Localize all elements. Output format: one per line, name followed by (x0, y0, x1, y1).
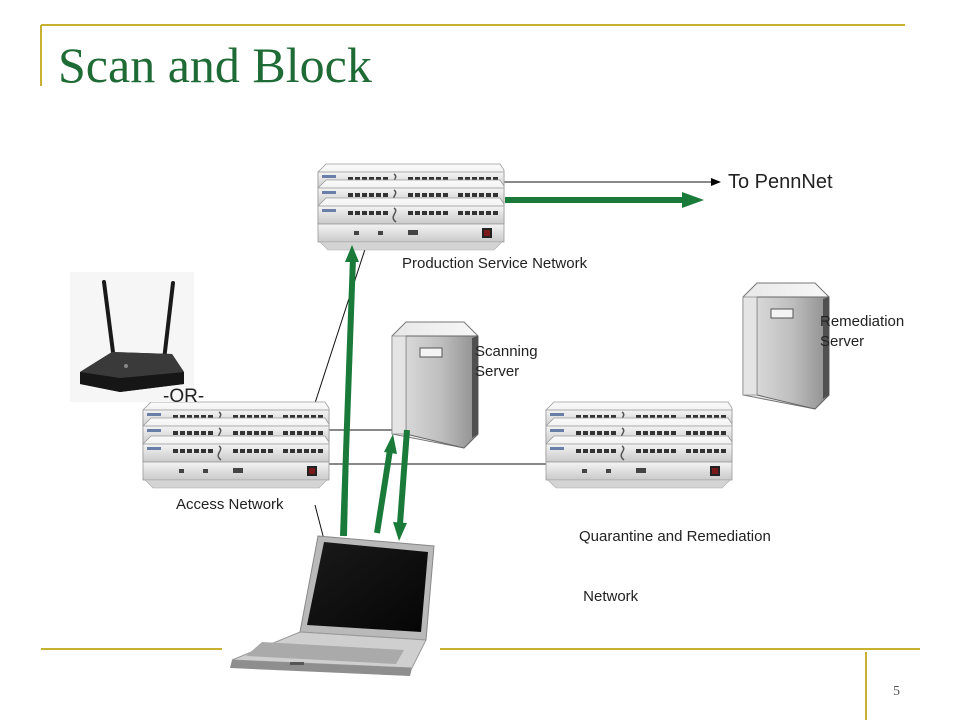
slide-title: Scan and Block (58, 37, 372, 93)
production-network-label: Production Service Network (402, 255, 588, 272)
page-number: 5 (893, 684, 900, 699)
remediation-label-line-1: Remediation (820, 313, 905, 330)
remediation-label-line-2: Server (820, 333, 865, 350)
scanning-label-line-2: Server (475, 363, 520, 380)
slide-frame (40, 24, 920, 720)
scanning-label-line-1: Scanning (475, 343, 538, 360)
remediation-server-label: Remediation Server (820, 312, 904, 352)
wireless-router-icon (70, 272, 194, 402)
quarantine-label-line-2: Network (579, 588, 639, 605)
access-switch-stack-icon (142, 401, 330, 489)
production-switch-stack-icon (317, 163, 505, 251)
quarantine-network-label: Quarantine and Remediation Network (579, 487, 771, 647)
quarantine-label-line-1: Quarantine and Remediation (579, 528, 771, 545)
scanning-to-laptop-arrow (393, 429, 410, 541)
access-network-label: Access Network (176, 496, 284, 513)
to-pennnet-label: To PennNet (728, 171, 833, 193)
remediation-server-tower-icon (742, 282, 830, 410)
traffic-flow-arrows (340, 192, 704, 541)
scanning-server-label: Scanning Server (475, 342, 538, 382)
scanning-server-tower-icon (391, 321, 479, 449)
laptop-icon (230, 535, 435, 676)
or-label: -OR- (163, 386, 205, 407)
production-to-pennnet-arrow (505, 192, 704, 208)
quarantine-switch-stack-icon (545, 401, 733, 489)
laptop-to-production-arrow (340, 245, 359, 537)
laptop-to-scanning-arrow (374, 434, 397, 534)
